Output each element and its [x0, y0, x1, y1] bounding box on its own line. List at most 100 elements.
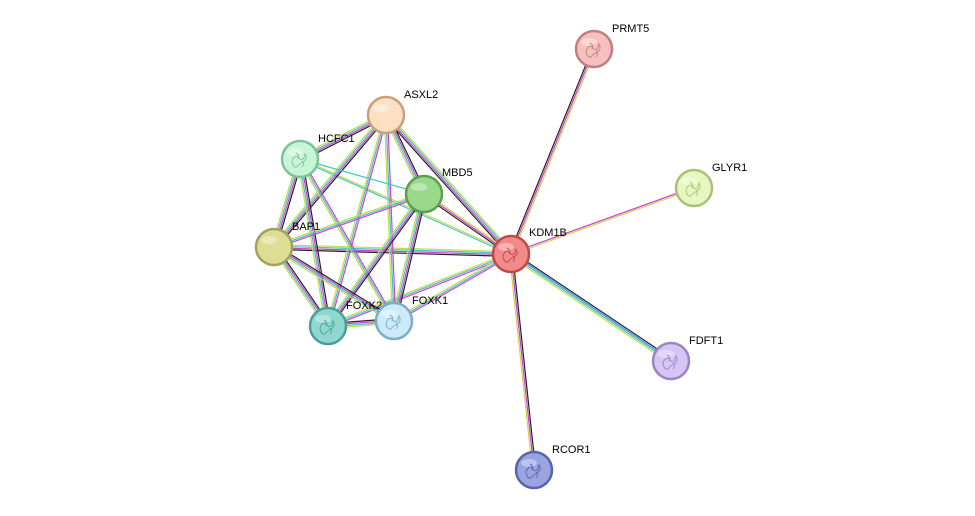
node-foxk1[interactable]: FOXK1: [374, 295, 448, 341]
edge-evidence-line: [273, 191, 424, 247]
edge-evidence-line: [273, 247, 394, 323]
edge-evidence-line: [299, 158, 425, 195]
edge-hcfc1-mbd5[interactable]: [299, 158, 425, 195]
edge-evidence-line: [327, 253, 512, 327]
node-prmt5[interactable]: PRMT5: [574, 23, 649, 69]
edge-evidence-line: [391, 193, 423, 321]
node-circle[interactable]: [254, 227, 294, 267]
edge-evidence-line: [394, 254, 513, 323]
edge-evidence-line: [273, 193, 425, 248]
edge-kdm1b-foxk2[interactable]: [327, 251, 512, 329]
edge-evidence-line: [392, 252, 511, 321]
node-rcor1[interactable]: RCOR1: [514, 444, 591, 490]
node-fdft1[interactable]: FDFT1: [651, 335, 723, 381]
node-highlight: [373, 104, 389, 112]
node-glyr1[interactable]: GLYR1: [674, 162, 747, 208]
node-highlight: [681, 177, 697, 185]
edge-mbd5-foxk2[interactable]: [325, 192, 427, 328]
node-highlight: [521, 459, 537, 467]
edge-evidence-line: [511, 49, 597, 255]
edge-evidence-line: [327, 114, 387, 327]
protein-structure-icon: [385, 314, 401, 330]
edge-evidence-line: [510, 254, 671, 363]
edge-evidence-line: [327, 251, 511, 326]
protein-structure-icon: [685, 181, 701, 197]
edge-evidence-line: [385, 114, 395, 322]
edge-bap1-foxk1[interactable]: [272, 244, 396, 324]
edge-kdm1b-prmt5[interactable]: [508, 48, 597, 255]
node-kdm1b[interactable]: KDM1B: [491, 227, 567, 274]
edge-evidence-line: [386, 114, 513, 254]
protein-structure-icon: [319, 319, 335, 335]
edge-kdm1b-glyr1[interactable]: [510, 186, 695, 256]
edge-evidence-line: [298, 159, 394, 323]
edge-evidence-line: [328, 254, 512, 329]
node-circle[interactable]: [404, 174, 444, 214]
edge-evidence-line: [300, 157, 396, 321]
edge-evidence-line: [299, 158, 395, 322]
edge-evidence-line: [392, 193, 424, 321]
edge-evidence-line: [511, 253, 537, 470]
edge-asxl2-foxk1[interactable]: [383, 114, 397, 322]
node-circle[interactable]: [366, 95, 406, 135]
protein-structure-icon: [291, 152, 307, 168]
node-highlight: [261, 236, 277, 244]
node-foxk2[interactable]: FOXK2: [308, 300, 382, 346]
edge-evidence-line: [328, 194, 426, 327]
protein-structure-icon: [502, 247, 518, 263]
edge-kdm1b-fdft1[interactable]: [509, 251, 673, 364]
node-label: MBD5: [442, 167, 473, 179]
node-label: RCOR1: [552, 444, 591, 456]
edge-evidence-line: [300, 158, 330, 326]
edge-evidence-line: [299, 159, 511, 256]
edge-evidence-line: [511, 252, 672, 361]
edge-evidence-line: [386, 114, 397, 321]
edge-evidence-line: [512, 251, 673, 360]
edge-evidence-line: [325, 192, 423, 325]
edge-evidence-line: [510, 48, 595, 255]
node-asxl2[interactable]: ASXL2: [366, 89, 438, 135]
edge-kdm1b-asxl2[interactable]: [383, 112, 514, 257]
edge-kdm1b-rcor1[interactable]: [508, 253, 537, 471]
node-mbd5[interactable]: MBD5: [404, 167, 473, 214]
edge-evidence-line: [274, 245, 395, 321]
edge-evidence-line: [510, 186, 694, 254]
node-label: ASXL2: [404, 89, 438, 101]
edge-evidence-line: [511, 188, 695, 256]
edge-evidence-line: [301, 158, 331, 326]
edge-asxl2-bap1[interactable]: [271, 113, 389, 249]
node-label: PRMT5: [612, 23, 649, 35]
edge-evidence-line: [510, 253, 535, 471]
node-label: GLYR1: [712, 162, 747, 174]
edge-evidence-line: [274, 244, 396, 320]
edge-evidence-line: [387, 112, 514, 253]
edge-evidence-line: [508, 254, 534, 471]
edge-kdm1b-foxk1[interactable]: [392, 252, 513, 323]
node-highlight: [581, 38, 597, 46]
edge-evidence-line: [383, 116, 510, 257]
node-highlight: [287, 148, 303, 156]
edge-evidence-line: [297, 159, 327, 327]
edge-kdm1b-hcfc1[interactable]: [299, 157, 512, 256]
edge-evidence-line: [508, 48, 594, 254]
node-highlight: [381, 310, 397, 318]
node-bap1[interactable]: BAP1: [254, 221, 320, 267]
node-hcfc1[interactable]: HCFC1: [280, 133, 355, 179]
edge-evidence-line: [509, 255, 670, 364]
edge-evidence-line: [326, 193, 424, 326]
edge-mbd5-bap1[interactable]: [273, 191, 425, 250]
edge-evidence-line: [274, 194, 425, 250]
node-label: FDFT1: [689, 335, 723, 347]
node-highlight: [315, 315, 331, 323]
edge-mbd5-foxk1[interactable]: [391, 193, 427, 322]
edge-evidence-line: [298, 159, 328, 327]
node-highlight: [498, 243, 514, 251]
edge-evidence-line: [394, 194, 426, 322]
edge-hcfc1-foxk2[interactable]: [297, 158, 331, 327]
node-label: BAP1: [292, 221, 320, 233]
edge-evidence-line: [328, 115, 389, 327]
edge-evidence-line: [393, 253, 512, 322]
edge-hcfc1-foxk1[interactable]: [298, 157, 396, 323]
